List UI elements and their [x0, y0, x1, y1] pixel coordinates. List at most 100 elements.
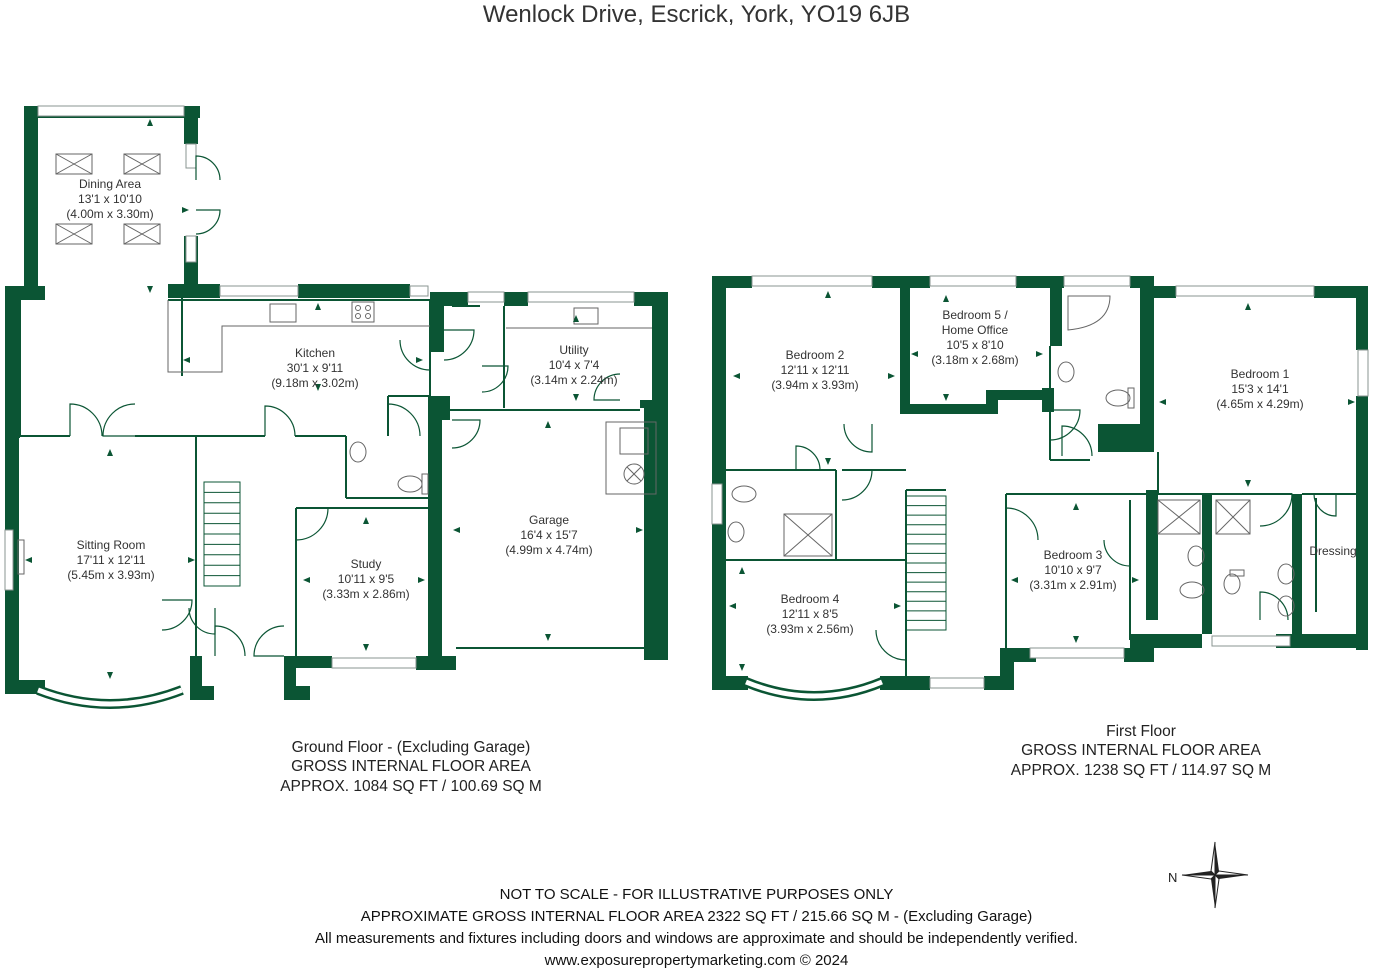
- wall-segment: [5, 680, 45, 694]
- fixture: [1215, 499, 1251, 535]
- wall-segment: [712, 676, 748, 690]
- dimension-arrow: [363, 517, 369, 524]
- dimension-arrow: [453, 527, 460, 533]
- dimension-arrow: [733, 373, 740, 379]
- fixture: [619, 427, 649, 455]
- fixture: [123, 153, 161, 175]
- wall-segment: [872, 276, 930, 288]
- dimension-arrow: [573, 394, 579, 401]
- fixture: [573, 307, 599, 325]
- wall-segment: [1140, 286, 1176, 298]
- fixture: [1157, 499, 1201, 535]
- wall-segment: [430, 292, 444, 352]
- wall-segment: [1356, 286, 1368, 350]
- fixture: [55, 223, 93, 245]
- room-label-dressing: Dressing: [1309, 544, 1357, 558]
- wall-segment: [444, 292, 468, 306]
- fixture: [1057, 361, 1075, 383]
- wall-segment: [880, 676, 906, 690]
- dimension-arrow: [739, 567, 745, 574]
- door-swing: [1259, 493, 1293, 527]
- fixture: [1067, 295, 1111, 331]
- dimension-arrow: [1159, 399, 1166, 405]
- door-swing: [69, 403, 103, 437]
- fixtures: [17, 153, 1295, 617]
- wall-segment: [1292, 494, 1302, 634]
- footer-website: www.exposurepropertymarketing.com © 2024: [544, 952, 849, 969]
- dimension-arrow: [825, 458, 831, 465]
- dimension-arrow: [147, 119, 153, 126]
- fixture: [1127, 387, 1135, 409]
- fixture: [1277, 595, 1295, 617]
- door-swing: [195, 209, 221, 235]
- door-swing: [188, 607, 216, 635]
- fixture: [55, 153, 93, 175]
- window: [1063, 275, 1131, 287]
- dimension-arrow: [739, 664, 745, 671]
- wall-segment: [428, 396, 442, 666]
- fixture: [623, 463, 645, 485]
- wall-segment: [900, 404, 992, 414]
- fixture: [355, 305, 361, 311]
- door-swing: [295, 507, 329, 541]
- wall-segment: [1098, 424, 1154, 452]
- walls: [5, 106, 1368, 700]
- dimension-arrow: [416, 357, 423, 363]
- wall-segment: [1050, 276, 1062, 346]
- wall-segment: [168, 284, 182, 298]
- fixture: [123, 153, 161, 175]
- fixture: [1105, 389, 1131, 407]
- dimension-arrows: [25, 119, 1355, 679]
- dimension-arrow: [1073, 636, 1079, 643]
- fixture: [1223, 573, 1241, 595]
- fixture: [365, 305, 371, 311]
- door-swing: [102, 403, 136, 437]
- page-title: Wenlock Drive, Escrick, York, YO19 6JB: [482, 1, 911, 28]
- fixture: [55, 153, 93, 175]
- door-swing: [253, 625, 285, 657]
- dimension-arrow: [1073, 503, 1079, 510]
- dimension-arrow: [636, 527, 643, 533]
- fixture: [1187, 545, 1205, 567]
- window: [527, 291, 635, 303]
- window: [467, 291, 505, 303]
- wall-segment: [1042, 388, 1054, 412]
- door-swing: [161, 599, 193, 631]
- door-swing: [795, 445, 821, 471]
- door-swing: [443, 329, 475, 361]
- door-swing: [843, 423, 873, 453]
- dimension-arrow: [825, 291, 831, 298]
- window: [711, 483, 723, 525]
- fixture: [1229, 569, 1245, 577]
- ground-floor-summary: Ground Floor - (Excluding Garage) GROSS …: [280, 739, 542, 795]
- door-swing: [1259, 591, 1289, 621]
- compass-icon: N: [1168, 841, 1249, 909]
- footer-not-to-scale: NOT TO SCALE - FOR ILLUSTRATIVE PURPOSES…: [499, 886, 894, 903]
- fixture: [626, 466, 642, 482]
- fixture: [55, 223, 93, 245]
- dimension-arrow: [183, 357, 190, 363]
- dimension-arrow: [545, 421, 551, 428]
- wall-segment: [1140, 276, 1154, 452]
- fixture: [731, 485, 757, 503]
- window: [185, 235, 197, 263]
- fixture: [123, 223, 161, 245]
- wall-segment: [644, 644, 668, 658]
- window: [1029, 647, 1125, 659]
- wall-segment: [1202, 494, 1212, 634]
- door-swing: [1103, 539, 1131, 567]
- fixture: [1215, 499, 1251, 535]
- wall-segment: [984, 676, 1014, 690]
- fixture: [605, 421, 657, 495]
- door-swing: [841, 469, 873, 501]
- door-swing: [875, 629, 907, 661]
- fixture: [365, 313, 371, 319]
- dimension-arrow: [315, 384, 321, 391]
